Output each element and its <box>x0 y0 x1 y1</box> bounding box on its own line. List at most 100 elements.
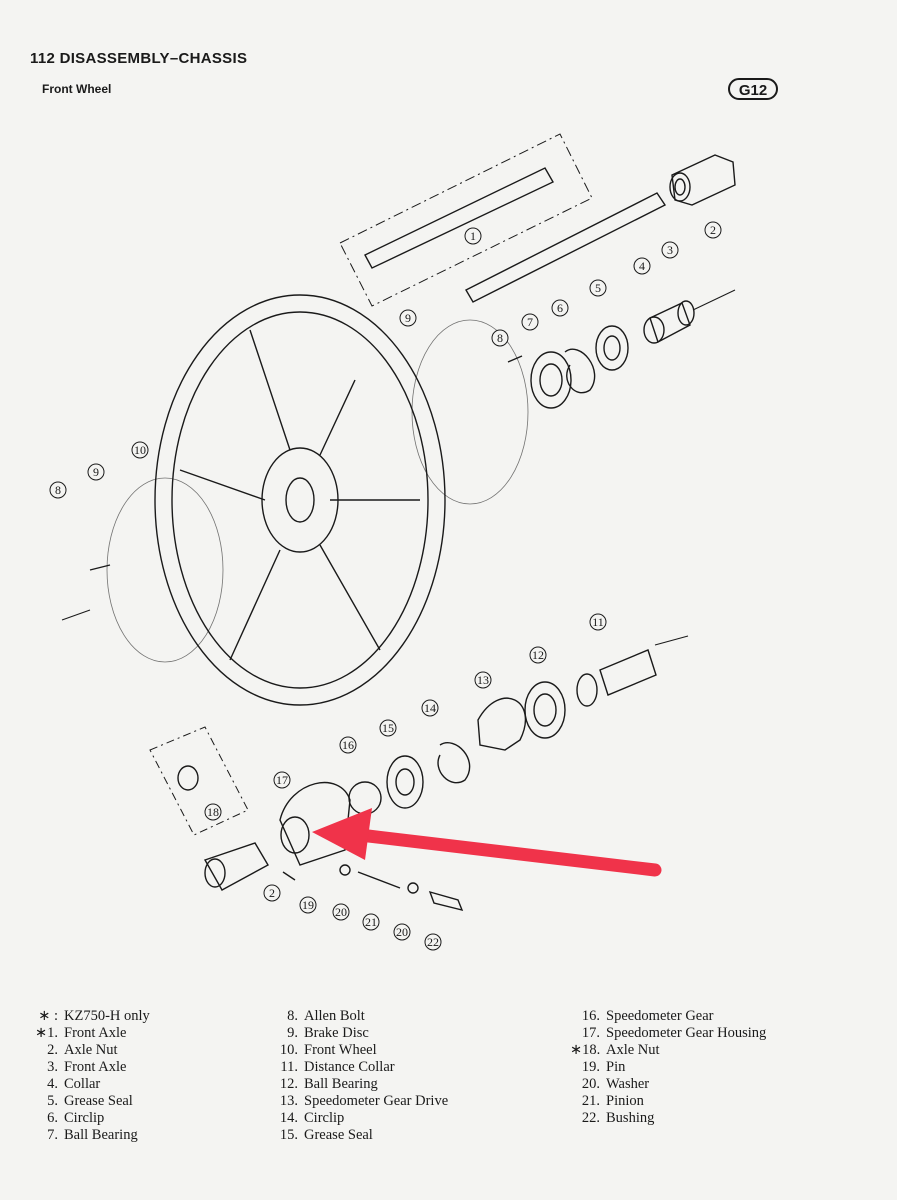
collar-4 <box>643 289 736 344</box>
svg-text:3: 3 <box>667 243 673 257</box>
svg-text:22: 22 <box>427 935 439 949</box>
svg-text:19: 19 <box>302 898 314 912</box>
axle-nut-top <box>669 154 736 206</box>
legend-item: 4.Collar <box>47 1076 101 1092</box>
legend-item: 2.Axle Nut <box>47 1042 118 1058</box>
svg-text:14: 14 <box>424 701 436 715</box>
highlight-arrow <box>312 808 662 877</box>
allen-bolt-top <box>507 355 523 363</box>
brake-disc-right <box>411 319 529 505</box>
legend-item: 22.Bushing <box>581 1110 655 1126</box>
front-wheel <box>154 294 446 706</box>
figure-code-badge: G12 <box>728 78 778 100</box>
pin-19 <box>282 871 296 881</box>
callout-22: 22 <box>424 933 442 951</box>
legend-item: 6.Circlip <box>47 1110 105 1126</box>
callout-4: 4 <box>633 257 651 275</box>
svg-text:6: 6 <box>557 301 563 315</box>
speedometer-gear-drive <box>477 697 527 751</box>
svg-text:9: 9 <box>93 465 99 479</box>
legend-column-1: ∗ :KZ750-H only ∗1.Front Axle 2.Axle Nut… <box>28 1008 150 1144</box>
legend-item: 21.Pinion <box>581 1093 644 1109</box>
legend-item: ∗ :KZ750-H only <box>38 1008 150 1024</box>
svg-text:21: 21 <box>365 915 377 929</box>
callout-9-top: 9 <box>399 309 417 327</box>
callout-14: 14 <box>421 699 439 717</box>
page-title: 112 DISASSEMBLY–CHASSIS <box>30 50 248 67</box>
svg-text:8: 8 <box>55 483 61 497</box>
legend-item: 11.Distance Collar <box>280 1059 395 1075</box>
svg-text:7: 7 <box>527 315 533 329</box>
legend-item: 19.Pin <box>581 1059 626 1075</box>
legend-item: 12.Ball Bearing <box>279 1076 378 1092</box>
callout-20-left: 20 <box>332 903 350 921</box>
svg-text:20: 20 <box>335 905 347 919</box>
callout-9-left: 9 <box>87 463 105 481</box>
legend-item: 17.Speedometer Gear Housing <box>581 1025 767 1041</box>
callout-8-top: 8 <box>491 329 509 347</box>
legend-item: 3.Front Axle <box>47 1059 127 1075</box>
legend-item: 10.Front Wheel <box>279 1042 377 1058</box>
callout-20-right: 20 <box>393 923 411 941</box>
callout-18: 18 <box>204 803 222 821</box>
grease-seal-5 <box>595 325 629 371</box>
callout-11: 11 <box>589 613 607 631</box>
callout-3: 3 <box>661 241 679 259</box>
callout-1: 1 <box>464 227 482 245</box>
callout-12: 12 <box>529 646 547 664</box>
svg-text:2: 2 <box>710 223 716 237</box>
callout-2-top: 2 <box>704 221 722 239</box>
callout-13: 13 <box>474 671 492 689</box>
svg-text:18: 18 <box>207 805 219 819</box>
speedometer-gear-housing <box>279 781 351 866</box>
callout-7: 7 <box>521 313 539 331</box>
washer-20a <box>339 864 351 876</box>
svg-text:12: 12 <box>532 648 544 662</box>
exploded-diagram: 1 2 3 4 5 6 7 8 9 10 9 8 11 12 13 14 15 … <box>49 133 736 951</box>
callout-17: 17 <box>273 771 291 789</box>
callout-15: 15 <box>379 719 397 737</box>
legend-item: 5.Grease Seal <box>47 1093 133 1109</box>
grease-seal-15 <box>386 755 424 809</box>
washer-20b <box>407 882 419 894</box>
svg-text:15: 15 <box>382 721 394 735</box>
legend-item: 8.Allen Bolt <box>287 1008 365 1024</box>
callout-5: 5 <box>589 279 607 297</box>
callout-16: 16 <box>339 736 357 754</box>
kz750h-nut-box <box>149 726 249 836</box>
svg-text:9: 9 <box>405 311 411 325</box>
callout-6: 6 <box>551 299 569 317</box>
legend-column-2: 8.Allen Bolt 9.Brake Disc 10.Front Wheel… <box>268 1008 448 1144</box>
svg-text:4: 4 <box>639 259 645 273</box>
axle-nut-18 <box>177 765 199 791</box>
legend-item: 20.Washer <box>581 1076 650 1092</box>
svg-text:1: 1 <box>470 229 476 243</box>
legend-column-3: 16.Speedometer Gear 17.Speedometer Gear … <box>570 1008 766 1127</box>
callout-10: 10 <box>131 441 149 459</box>
pinion-21 <box>357 871 401 889</box>
circlip-6 <box>564 348 596 394</box>
bushing-22 <box>428 890 464 912</box>
ball-bearing-7 <box>530 351 572 409</box>
svg-text:16: 16 <box>342 738 354 752</box>
svg-text:17: 17 <box>276 773 288 787</box>
brake-disc-left <box>106 477 224 663</box>
callout-2-bottom: 2 <box>263 884 281 902</box>
circlip-14 <box>437 742 471 784</box>
axle-nut-bottom <box>203 842 269 891</box>
legend-item: 15.Grease Seal <box>279 1127 373 1143</box>
legend-item: 7.Ball Bearing <box>47 1127 138 1143</box>
legend-item: ∗18.Axle Nut <box>570 1042 660 1058</box>
legend-item: 14.Circlip <box>279 1110 345 1126</box>
legend-item: 16.Speedometer Gear <box>581 1008 714 1024</box>
callout-8-left: 8 <box>49 481 67 499</box>
svg-text:2: 2 <box>269 886 275 900</box>
front-axle-3 <box>465 192 667 303</box>
legend-item: 13.Speedometer Gear Drive <box>279 1093 449 1109</box>
svg-text:13: 13 <box>477 673 489 687</box>
kz750h-axle-box <box>339 133 593 307</box>
legend-item: ∗1.Front Axle <box>34 1025 127 1041</box>
svg-text:11: 11 <box>592 615 604 629</box>
svg-text:8: 8 <box>497 331 503 345</box>
section-title: Front Wheel <box>42 82 112 96</box>
